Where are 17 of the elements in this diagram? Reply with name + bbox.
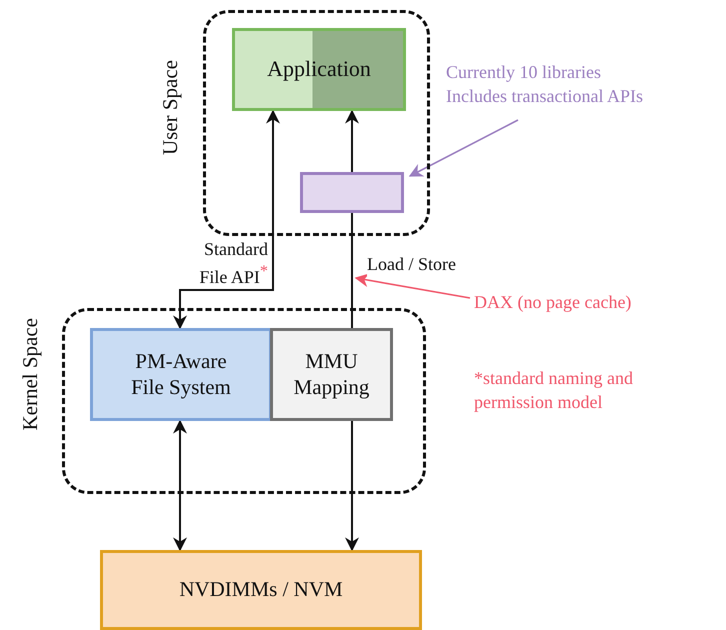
region-heading: Kernel Space	[18, 318, 43, 431]
leader-line	[408, 119, 518, 177]
annotation-text: Includes transactional APIs	[446, 85, 643, 108]
annotation-text: Currently 10 libraries	[446, 61, 601, 84]
arrow	[173, 420, 187, 552]
library-box	[300, 172, 404, 213]
file-system-box: PM-Aware File System	[90, 328, 272, 421]
memory-box: NVDIMMs / NVM	[100, 550, 422, 630]
arrow	[345, 421, 359, 552]
arrow	[345, 110, 359, 172]
leader-line	[354, 273, 470, 299]
footnote-text: *standard naming and permission model	[474, 367, 634, 414]
mmu-box: MMU Mapping	[270, 328, 393, 421]
region-heading: User Space	[158, 60, 183, 156]
arrow	[173, 110, 280, 330]
application-box: Application	[232, 28, 406, 111]
annotation-text: DAX (no page cache)	[474, 291, 632, 314]
